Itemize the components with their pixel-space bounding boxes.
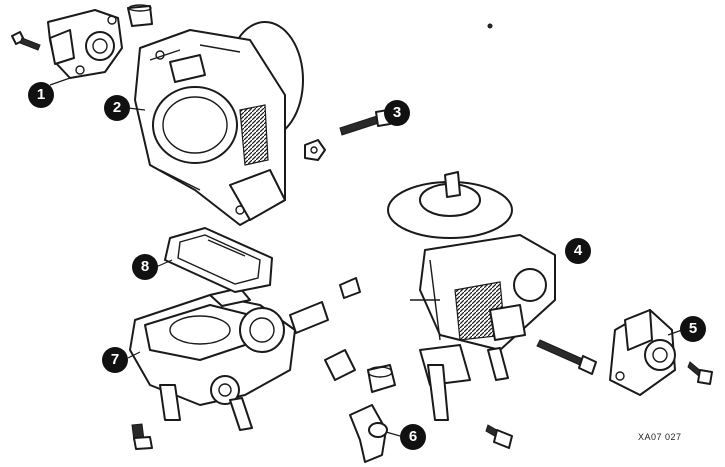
- callout-7: 7: [102, 347, 128, 373]
- part-1-throttle-sensor: [47, 9, 123, 79]
- part-7-bolts: [131, 277, 513, 450]
- callout-5: 5: [680, 316, 706, 342]
- figure-code: XA07 027: [638, 432, 682, 442]
- part-4-long-bolt: [536, 339, 597, 375]
- part-4-vacuum-assembly: [387, 171, 556, 421]
- callout-8: 8: [132, 254, 158, 280]
- callout-2: 2: [104, 95, 130, 121]
- part-1-bushing: [127, 4, 153, 27]
- part-5-screw: [687, 361, 713, 385]
- callout-6: 6: [400, 424, 426, 450]
- part-6-hose-and-clips: [324, 349, 396, 463]
- part-2-throttle-body: [134, 21, 304, 226]
- part-7-throttle-housing: [129, 287, 329, 431]
- part-8-gasket: [164, 227, 273, 293]
- callout-4: 4: [565, 238, 591, 264]
- part-5-sensor: [609, 309, 676, 396]
- callout-1: 1: [28, 82, 54, 108]
- callout-3: 3: [384, 100, 410, 126]
- part-3-bolt-and-nut: [304, 109, 391, 161]
- part-1-screw: [11, 31, 41, 51]
